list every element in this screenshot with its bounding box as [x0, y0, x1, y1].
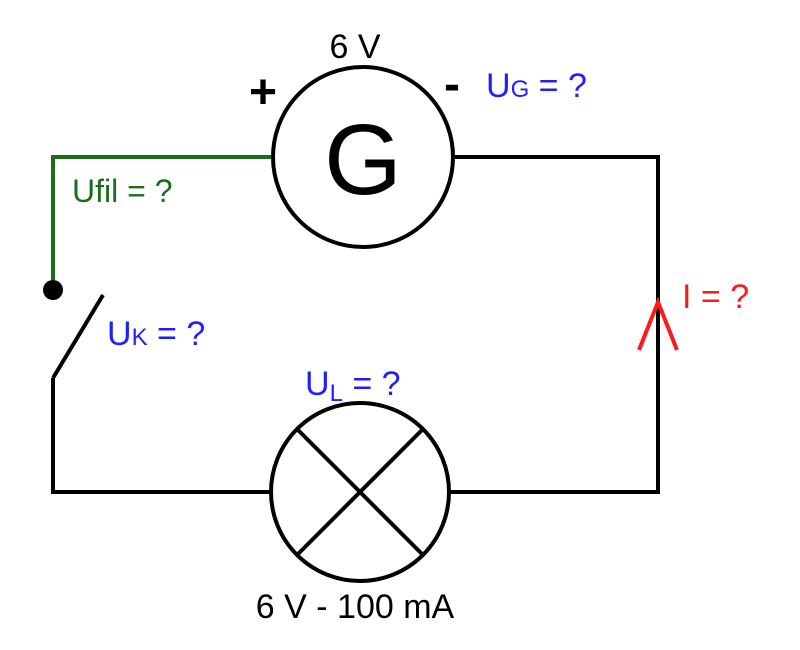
generator-letter: G: [324, 104, 402, 216]
lamp-voltage-label: UL = ?: [305, 365, 401, 407]
generator-voltage-label: UG = ?: [486, 67, 587, 105]
wire-ufil-green: [51, 155, 272, 290]
uk-rest: = ?: [148, 315, 206, 353]
switch-blade: [51, 293, 105, 380]
positive-terminal-sign: +: [249, 66, 277, 119]
lamp-cross-line-2: [295, 427, 425, 557]
ul-rest: = ?: [343, 365, 401, 403]
current-label: I = ?: [682, 278, 749, 316]
ufil-label: Ufil = ?: [72, 173, 172, 209]
ug-subscript: G: [511, 76, 530, 103]
switch-voltage-label: UK = ?: [107, 315, 205, 353]
switch-pivot-dot: [43, 280, 63, 300]
lamp-rating: 6 V - 100 mA: [256, 588, 455, 626]
uk-subscript: K: [132, 324, 148, 351]
wire-lamp-to-switch: [51, 378, 271, 494]
ug-rest: = ?: [529, 67, 587, 105]
ul-main: U: [305, 365, 330, 403]
ul-subscript: L: [330, 380, 343, 407]
current-arrow-icon: [637, 296, 679, 351]
negative-terminal-sign: -: [444, 58, 460, 111]
uk-main: U: [107, 315, 132, 353]
generator-voltage: 6 V: [329, 28, 380, 66]
wire-generator-to-right: [449, 155, 660, 494]
ug-main: U: [486, 67, 511, 105]
generator-symbol: [271, 65, 455, 249]
